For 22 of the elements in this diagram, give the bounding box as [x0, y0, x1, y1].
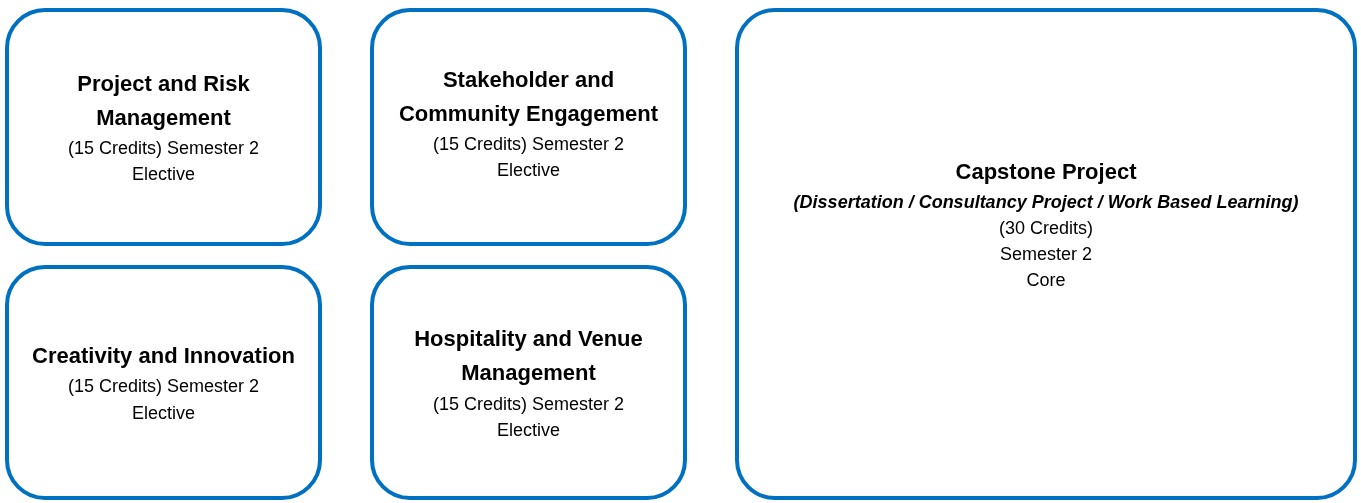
module-details: Elective: [132, 163, 195, 187]
module-details: (15 Credits) Semester 2: [432, 392, 625, 416]
module-card: [735, 8, 1357, 500]
module-details: Core: [1026, 269, 1066, 293]
module-title: Creativity and Innovation: [32, 342, 295, 371]
module-details: (15 Credits) Semester 2: [67, 137, 260, 160]
module-title: Stakeholder and Community Engagement: [397, 65, 660, 128]
module-title: Hospitality and Venue Management: [413, 325, 644, 388]
module-details: Elective: [497, 159, 560, 183]
module-details: (15 Credits) Semester 2: [67, 375, 260, 399]
module-details: (15 Credits) Semester 2: [432, 133, 625, 156]
module-details: Semester 2: [999, 243, 1092, 267]
module-details: Elective: [132, 401, 195, 425]
module-details: (30 Credits): [999, 216, 1093, 240]
module-card: [370, 8, 687, 246]
module-card: [5, 265, 322, 500]
project-types-note: (Dissertation / Consultancy Project / Work Based Learning): [793, 190, 1299, 214]
module-title: Project and Risk Management: [76, 69, 251, 132]
module-title: Capstone Project: [955, 157, 1137, 186]
module-details: Elective: [497, 418, 560, 442]
module-card: [5, 8, 322, 246]
module-card: [370, 265, 687, 500]
